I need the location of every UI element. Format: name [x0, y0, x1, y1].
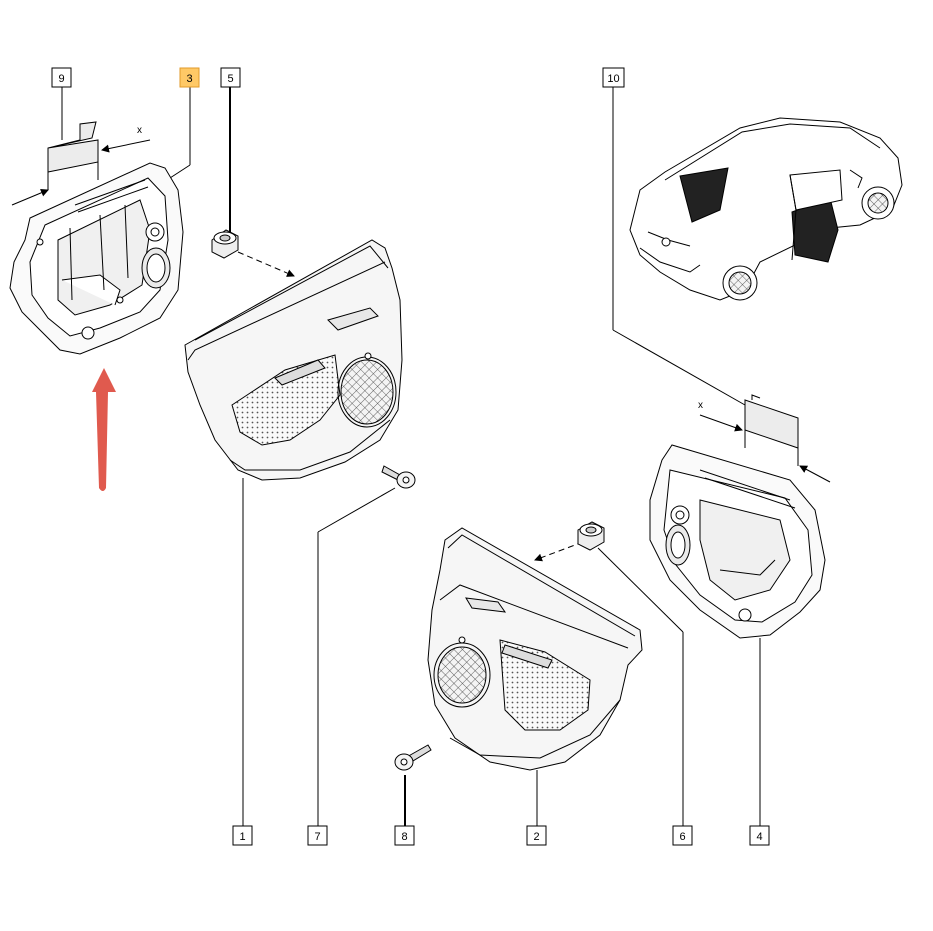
door-trim-panel-left	[184, 239, 403, 481]
callout-1: 1	[232, 825, 253, 846]
right-sealing-film	[699, 394, 831, 483]
car-illustration	[629, 117, 903, 301]
left-door-module	[9, 162, 184, 355]
up-arrow-indicator-icon	[92, 368, 116, 491]
svg-text:6: 6	[679, 831, 685, 843]
svg-text:4: 4	[756, 831, 762, 843]
callout-10: 10	[602, 67, 625, 88]
callout-3: 3	[179, 67, 200, 88]
callout-8: 8	[394, 825, 415, 846]
leader-lines	[61, 87, 761, 826]
callout-5: 5	[220, 67, 241, 88]
svg-text:9: 9	[58, 73, 64, 85]
svg-text:5: 5	[227, 73, 233, 85]
svg-text:2: 2	[533, 831, 539, 843]
svg-text:3: 3	[186, 73, 192, 85]
svg-text:7: 7	[314, 831, 320, 843]
clip-part-6	[577, 521, 605, 551]
direction-mark-right: x	[698, 400, 703, 411]
svg-text:8: 8	[401, 831, 407, 843]
right-door-module	[649, 444, 826, 639]
assembly-arrows	[237, 251, 584, 562]
callout-4: 4	[749, 825, 770, 846]
door-trim-panel-right	[427, 527, 643, 771]
callout-6: 6	[672, 825, 693, 846]
svg-text:1: 1	[239, 831, 245, 843]
screw-part-7	[381, 465, 416, 489]
clip-part-5	[211, 229, 239, 259]
callout-7: 7	[307, 825, 328, 846]
screw-part-8	[394, 744, 432, 771]
callout-2: 2	[526, 825, 547, 846]
svg-text:10: 10	[607, 73, 619, 85]
direction-mark-left: x	[137, 125, 142, 136]
callout-9: 9	[51, 67, 72, 88]
left-sealing-film	[11, 121, 151, 206]
